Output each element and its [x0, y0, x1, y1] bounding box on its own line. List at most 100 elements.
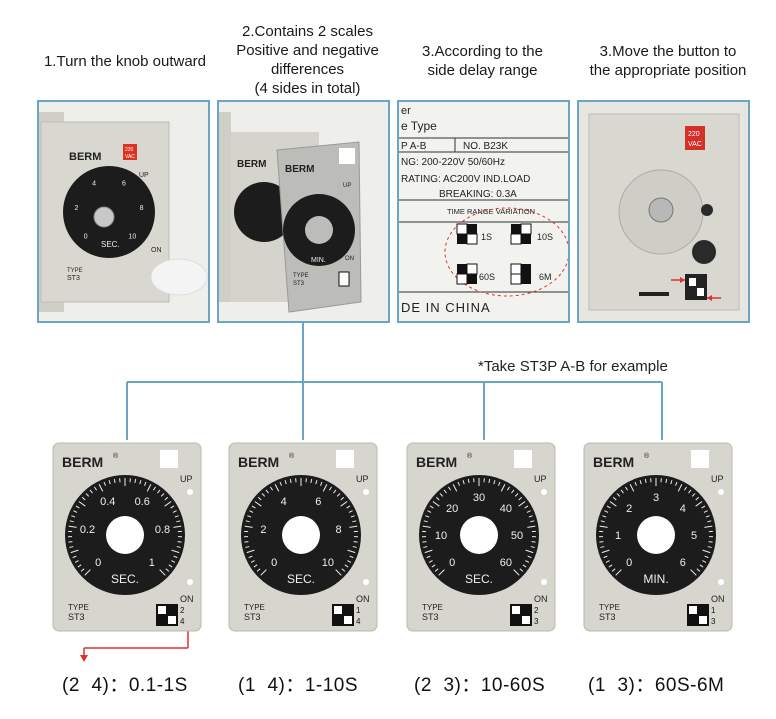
- dial-tick-mark: [522, 564, 527, 568]
- dial-tick-mark: [139, 480, 142, 485]
- dial-tick-mark: [526, 510, 531, 513]
- dial-tick-mark: [423, 520, 428, 523]
- dial-tick-mark: [173, 555, 178, 559]
- dial-tick-mark: [702, 560, 707, 563]
- dial-tick-mark: [527, 555, 532, 559]
- dial-tick-mark: [600, 520, 605, 523]
- dial-tick-mark: [256, 568, 261, 572]
- dial-tick-mark: [265, 489, 269, 494]
- up-led: [363, 489, 369, 495]
- dial-tick-mark: [696, 568, 701, 572]
- dial-tick-mark: [424, 549, 433, 554]
- dial-tick-label: 0.4: [100, 496, 115, 508]
- dial-tick-mark: [68, 541, 73, 543]
- switch-pos-label: 3: [534, 617, 539, 626]
- dial-tick-mark: [353, 541, 358, 543]
- photo1-tick-label: 2: [74, 205, 78, 212]
- example-note: *Take ST3P A-B for example: [478, 358, 668, 375]
- dial-tick-mark: [695, 501, 703, 507]
- photo1-tick-label: 6: [122, 181, 126, 188]
- dial-tick-mark: [429, 505, 434, 509]
- photo1-tick-label: 4: [92, 181, 96, 188]
- on-led: [541, 579, 547, 585]
- up-label: UP: [180, 474, 193, 484]
- dial-tick-mark: [426, 555, 431, 559]
- model-label: ST3: [599, 612, 616, 622]
- dial-tick-label: 1: [149, 557, 155, 569]
- dial-tick-mark: [253, 564, 258, 568]
- label-line-1: er: [401, 105, 411, 117]
- up-label: UP: [356, 474, 369, 484]
- dial-tick-label: 2: [626, 503, 632, 515]
- on-label: ON: [711, 594, 725, 604]
- dial-tick-mark: [346, 505, 351, 509]
- dial-tick-mark: [315, 480, 318, 485]
- dial-tick-mark: [171, 560, 176, 563]
- label-line-7: BREAKING: 0.3A: [439, 189, 517, 200]
- registered-mark: ®: [467, 452, 473, 460]
- dial-tick-mark: [75, 505, 80, 509]
- dial-tick-mark: [245, 546, 250, 548]
- dial-tick-mark: [270, 486, 274, 491]
- faceplate-window: [336, 450, 354, 468]
- knob-hole: [106, 516, 144, 554]
- range-10s: 10S: [537, 232, 553, 242]
- dial-tick-label: 6: [680, 557, 686, 569]
- dial-tick-mark: [599, 541, 604, 543]
- dial-tick-mark: [665, 478, 668, 484]
- dial-tick-mark: [341, 568, 346, 572]
- dial-tick-mark: [677, 483, 683, 492]
- dial-tick-mark: [94, 486, 98, 491]
- registered-mark: ®: [644, 452, 650, 460]
- dial-tick-label: 0: [271, 557, 277, 569]
- dial-tick-mark: [432, 501, 440, 507]
- dial-tick-mark: [71, 515, 76, 518]
- dial-tick-mark: [435, 496, 440, 501]
- dial-tick-label: 6: [315, 496, 321, 508]
- registered-mark: ®: [289, 452, 295, 460]
- dial-tick-mark: [518, 496, 523, 501]
- caption-step-3: 3.According to the side delay range: [422, 43, 543, 79]
- dial-tick-mark: [171, 549, 180, 554]
- dial-tick-mark: [113, 478, 116, 484]
- dial-tick-mark: [602, 515, 607, 518]
- dial-tick-mark: [603, 555, 608, 559]
- brand-logo: BERM: [62, 454, 103, 470]
- dip-switch-slot: [168, 616, 176, 624]
- dial-tick-mark: [518, 501, 526, 507]
- dial-tick-mark: [168, 564, 173, 568]
- caption-step-1: 1.Turn the knob outward: [43, 53, 207, 70]
- dial-tick-mark: [284, 480, 287, 485]
- dial-tick-label: 2: [260, 524, 266, 536]
- dial-tick-mark: [80, 568, 85, 572]
- type-label: TYPE: [68, 603, 89, 612]
- dial-tick-mark: [89, 489, 93, 494]
- dial-tick-mark: [146, 483, 152, 492]
- dial-tick-mark: [527, 525, 536, 528]
- dial-tick-mark: [165, 568, 170, 572]
- dial-tick-mark: [72, 555, 77, 559]
- photo2-unit: MIN.: [311, 257, 326, 264]
- photo2-type2: ST3: [293, 281, 305, 287]
- dial-tick-mark: [701, 505, 706, 509]
- dip-switch-slot: [344, 616, 352, 624]
- photo1-unit: SEC.: [101, 240, 120, 249]
- dial-tick-mark: [704, 555, 709, 559]
- dial-tick-mark: [428, 560, 433, 563]
- dial-tick-mark: [688, 489, 692, 494]
- dial-unit: SEC.: [465, 572, 493, 586]
- range-label-2: (1 4)：1-10S: [238, 675, 359, 696]
- dial-tick-mark: [349, 555, 354, 559]
- dial-tick-label: 3: [653, 492, 659, 504]
- dial-tick-mark: [349, 525, 358, 528]
- photo1-vac1: 220: [125, 147, 134, 153]
- dial-tick-mark: [634, 481, 637, 486]
- dial-tick-mark: [159, 569, 166, 576]
- brand-logo: BERM: [416, 454, 457, 470]
- photo1-on: ON: [151, 247, 162, 254]
- dial-tick-mark: [333, 489, 337, 494]
- dial-tick-mark: [328, 486, 332, 491]
- switch-pos-label: 1: [711, 606, 716, 615]
